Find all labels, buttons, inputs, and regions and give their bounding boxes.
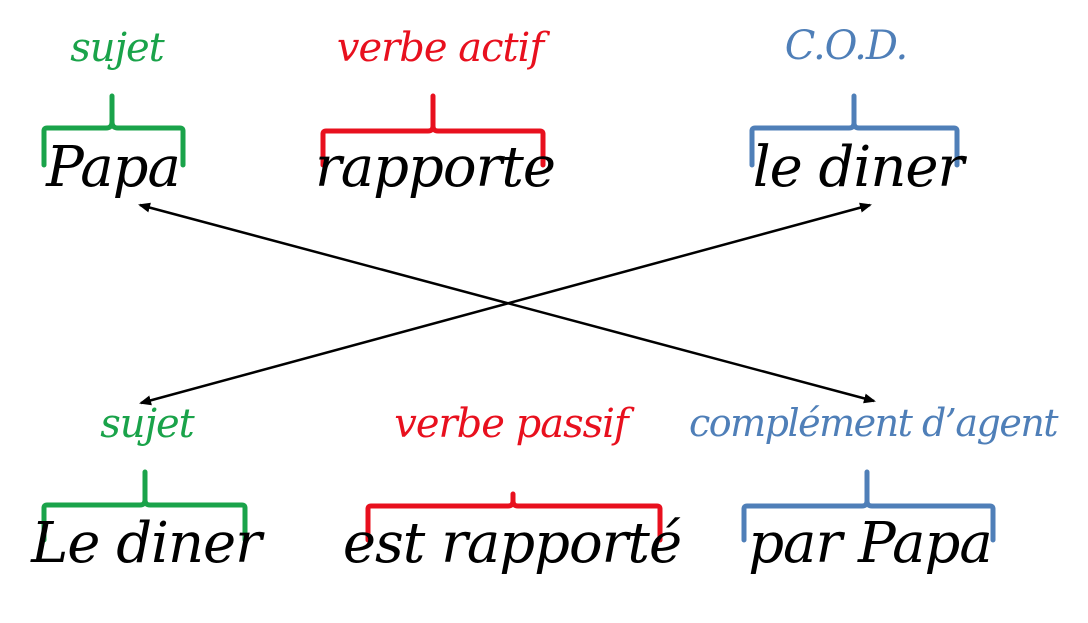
word-passive-subject: Le diner — [31, 511, 262, 576]
role-label-passive-subject: sujet — [100, 401, 194, 447]
word-passive-verb: est rapporté — [342, 511, 682, 576]
brace-active-verb — [320, 93, 546, 168]
brace-passive-subject — [41, 469, 248, 543]
brace-active-subject — [41, 93, 186, 168]
role-label-passive-verb: verbe passif — [394, 401, 628, 447]
role-label-passive-object: complément d’agent — [688, 401, 1059, 445]
role-label-active-object: C.O.D. — [784, 23, 908, 69]
word-active-subject: Papa — [46, 135, 181, 200]
word-active-object: le diner — [752, 135, 965, 200]
role-label-active-subject: sujet — [70, 25, 164, 71]
brace-active-object — [749, 93, 960, 168]
role-label-active-verb: verbe actif — [336, 25, 544, 71]
word-active-verb: rapporte — [315, 135, 556, 200]
arrow-object-to-subject — [139, 202, 872, 406]
brace-passive-verb — [365, 491, 663, 543]
brace-passive-object — [741, 469, 996, 543]
word-passive-object: par Papa — [748, 511, 993, 576]
